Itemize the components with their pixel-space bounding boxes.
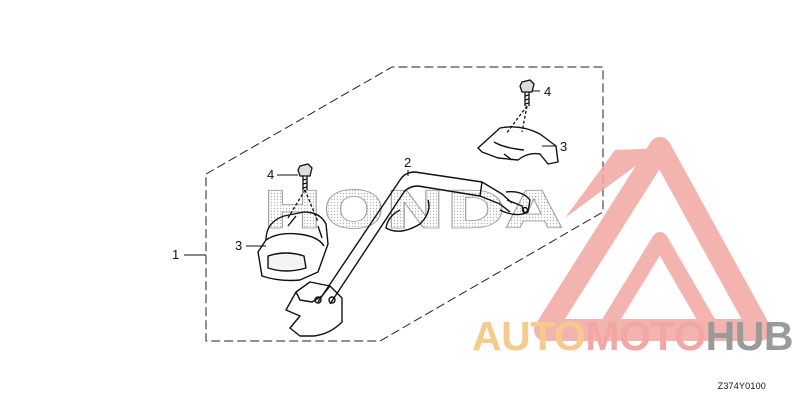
callout-holder-top: 3	[560, 139, 567, 154]
watermark-part1: AUTO	[472, 313, 586, 359]
callout-holder-left: 3	[235, 238, 242, 253]
mounting-foot	[285, 281, 343, 337]
watermark-wordmark: AUTOMOTOHUB	[472, 313, 794, 359]
watermark-part3: HUB	[705, 313, 794, 359]
watermark-part2: MOTO	[585, 313, 706, 359]
callout-bolt-top: 4	[544, 84, 551, 99]
callout-bolt-left: 4	[267, 167, 274, 182]
callout-step-bar: 2	[404, 155, 411, 170]
bolt-top-icon	[505, 79, 535, 135]
watermark-logo-icon	[534, 137, 771, 341]
right-holder	[477, 126, 559, 165]
left-holder	[257, 211, 329, 282]
background-brand-text: HONDA	[262, 181, 562, 241]
assembly-outline	[205, 66, 604, 342]
callout-frame: 1	[172, 247, 179, 262]
leader-lines	[184, 90, 556, 256]
diagram-code: Z374Y0100	[717, 381, 766, 391]
bolt-left-icon	[287, 163, 319, 223]
